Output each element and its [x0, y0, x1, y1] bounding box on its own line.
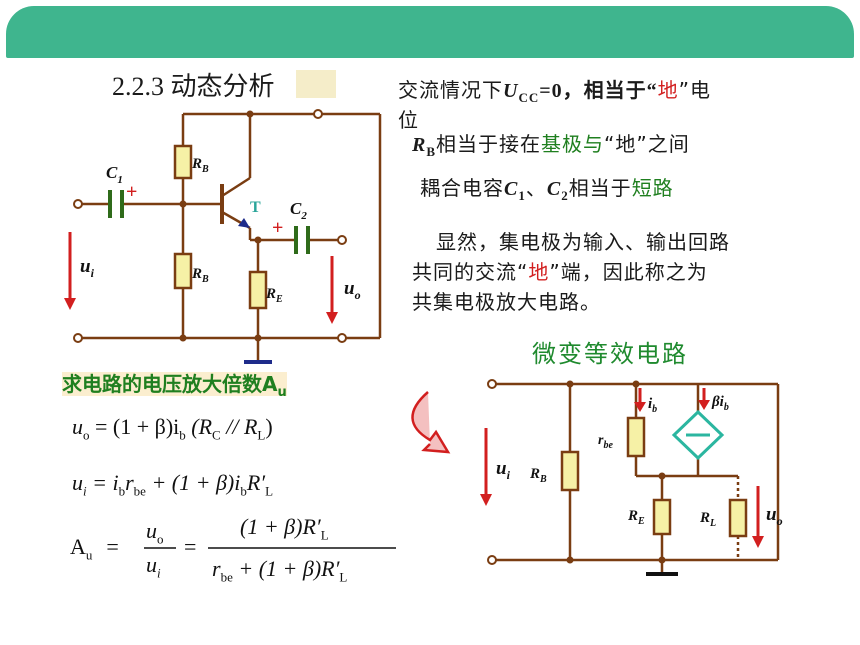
arrow-ui-head	[64, 298, 76, 310]
eq-label-ui: ui	[496, 458, 511, 482]
node-collector	[246, 110, 254, 118]
eq-terminal-in-gnd	[487, 555, 497, 565]
arrow-uo-head	[326, 312, 338, 324]
equation-3-num: (1 + β)R′L	[240, 514, 329, 543]
eq-resistor-re	[652, 498, 672, 536]
eq-label-uo: uo	[766, 504, 783, 528]
eq-arrow-ui-head	[480, 494, 492, 506]
eq-resistor-rl	[728, 498, 748, 538]
left-circuit	[78, 112, 382, 362]
label-uo: uo	[344, 278, 361, 302]
note-line-3: 耦合电容C1、C2相当于短路	[420, 176, 674, 203]
equation-2: ui = ibrbe + (1 + β)ibR′L	[72, 470, 274, 499]
terminal-vcc	[313, 109, 323, 119]
resistor-rb-top	[173, 144, 193, 180]
label-re: RE	[265, 286, 283, 305]
note-para-2: 共同的交流“地”端，因此称之为	[412, 260, 708, 284]
eq-arrow-ib-head	[634, 402, 646, 412]
title-highlight	[296, 70, 336, 98]
equation-3-lhs: Au=	[70, 534, 119, 563]
note-line-1-wrap: 位	[398, 108, 419, 132]
eq-node-4	[566, 556, 574, 564]
eq-node-1	[566, 380, 574, 388]
eq-label-ib: ib	[648, 396, 657, 415]
node-bottom-1	[179, 334, 187, 342]
emitter-arrow	[238, 218, 250, 228]
eq-resistor-rb	[560, 450, 580, 492]
equation-3-eq2: =	[184, 534, 197, 559]
label-rb-top: RB	[191, 156, 209, 175]
title-bar	[6, 6, 854, 58]
equation-3-num-left: uo	[146, 518, 164, 547]
eq-node-2	[632, 380, 640, 388]
eq-node-5	[658, 556, 666, 564]
gain-title: 求电路的电压放大倍数Au	[62, 372, 287, 400]
resistor-rb-bottom	[173, 252, 193, 290]
curved-arrow	[411, 391, 451, 454]
note-para-3: 共集电极放大电路。	[412, 290, 601, 314]
eq-arrow-uo-head	[752, 536, 764, 548]
terminal-out	[337, 235, 347, 245]
node-bottom-2	[254, 334, 262, 342]
terminal-out-gnd	[337, 333, 347, 343]
node-emitter	[254, 236, 262, 244]
terminal-in-gnd	[73, 333, 83, 343]
note-line-2: RB相当于接在基极与“地”之间	[412, 132, 690, 159]
equation-1: uo = (1 + β)ib (RC // RL)	[72, 414, 273, 443]
label-ui: ui	[80, 256, 95, 280]
resistor-re	[248, 270, 268, 310]
eq-label-beta-ib: βib	[711, 394, 729, 413]
label-rb-bottom: RB	[191, 266, 209, 285]
eq-label-re: RE	[627, 508, 645, 527]
eq-arrow-bib-head	[698, 400, 710, 410]
eq-label-rl: RL	[699, 510, 716, 529]
label-c1: C1	[106, 163, 123, 186]
eq-label-rb: RB	[529, 466, 547, 485]
label-c2: C2	[290, 199, 307, 222]
note-para-1: 显然，集电极为输入、输出回路	[436, 230, 730, 254]
label-c2-plus: +	[272, 217, 283, 239]
equiv-circuit-title: 微变等效电路	[532, 340, 688, 368]
equation-3-den: rbe + (1 + β)R′L	[212, 556, 348, 585]
note-line-1: 交流情况下UCC=0，相当于“地”电	[398, 78, 712, 105]
eq-label-rbe: rbe	[598, 433, 613, 451]
label-c1-plus: +	[126, 181, 137, 203]
eq-resistor-rbe	[626, 416, 646, 458]
terminal-in	[73, 199, 83, 209]
transistor-collector	[221, 176, 251, 198]
eq-node-3	[658, 472, 666, 480]
equation-3-den-left: ui	[146, 552, 161, 581]
node-base	[179, 200, 187, 208]
eq-terminal-in	[487, 379, 497, 389]
label-transistor: T	[250, 199, 261, 216]
section-title: 2.2.3 动态分析	[112, 72, 275, 101]
